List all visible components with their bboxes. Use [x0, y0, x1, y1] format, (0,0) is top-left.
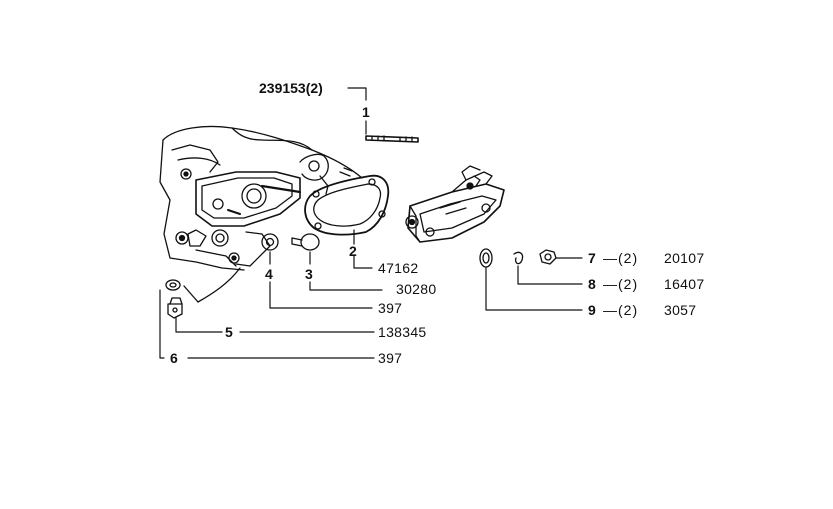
leader-lines: [159, 87, 583, 359]
quantity-7: —(2): [603, 250, 639, 266]
lockwasher-8-drawing: [513, 251, 524, 265]
item-label-9: 9: [588, 302, 596, 318]
part-number-8: 16407: [664, 276, 705, 292]
item-label-2: 2: [349, 243, 357, 259]
washer-6-drawing: [165, 279, 181, 291]
washer-9-drawing: [479, 248, 493, 268]
cover-drawing: [405, 165, 505, 243]
part-number-4: 397: [378, 300, 403, 316]
item-label-7: 7: [588, 250, 596, 266]
quantity-8: —(2): [603, 276, 639, 292]
part-number-3: 30280: [396, 281, 437, 297]
item-label-8: 8: [588, 276, 596, 292]
part-number-2: 47162: [378, 260, 419, 276]
item-label-4: 4: [265, 266, 273, 282]
quantity-9: —(2): [603, 302, 639, 318]
bolt-5-drawing: [167, 297, 183, 319]
part-number-6: 397: [378, 350, 403, 366]
nut-7-drawing: [539, 249, 557, 265]
part-number-7: 20107: [664, 250, 705, 266]
ref-label-239153: 239153(2): [259, 80, 323, 96]
bolt-3-drawing: [291, 233, 320, 251]
item-label-6: 6: [170, 350, 178, 366]
stud-drawing: [365, 135, 419, 143]
item-label-5: 5: [225, 324, 233, 340]
engine-housing-drawing: [159, 125, 363, 303]
washer-4-drawing: [261, 233, 279, 251]
part-number-9: 3057: [664, 302, 697, 318]
part-number-5: 138345: [378, 324, 427, 340]
item-label-1: 1: [362, 104, 370, 120]
gasket-drawing: [304, 174, 390, 236]
item-label-3: 3: [305, 266, 313, 282]
